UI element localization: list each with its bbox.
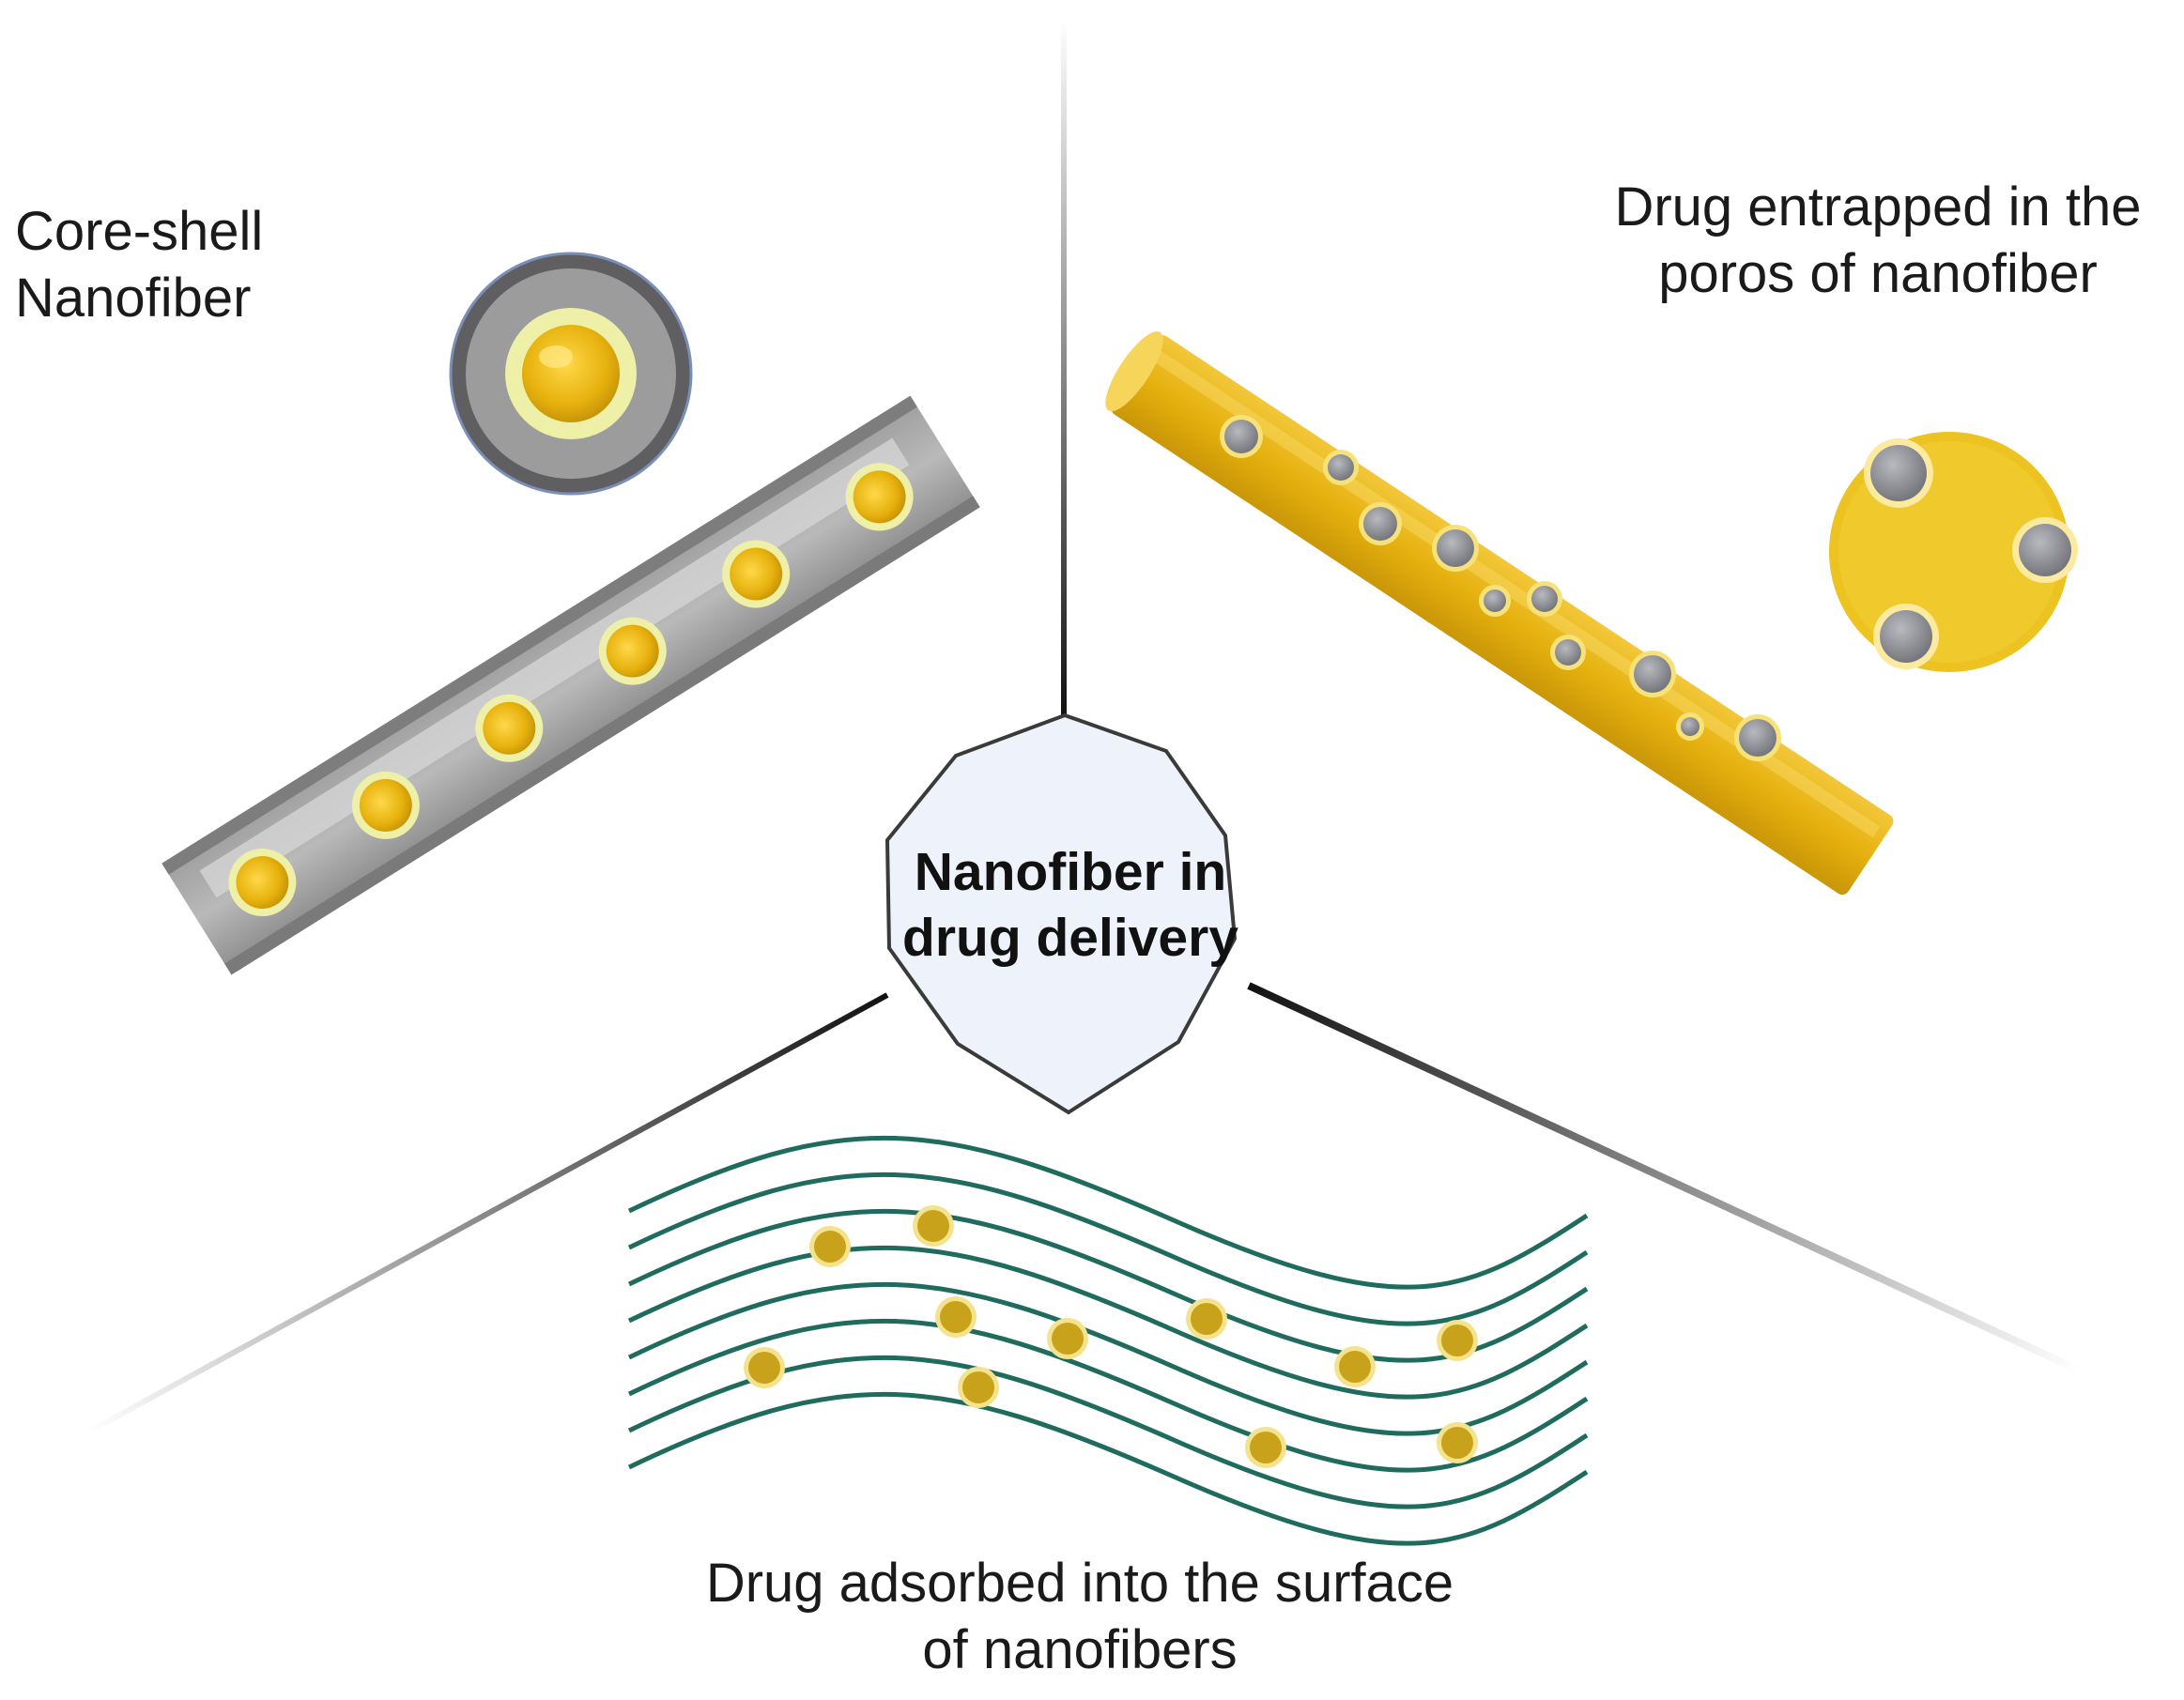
nanofiber-strand [627, 1245, 1589, 1400]
entrapped-label-line2: poros of nanofiber [1658, 242, 2098, 304]
porous-cross-section [1829, 432, 2078, 672]
dividers [87, 19, 2082, 1434]
center-title: Nanofiber in drug delivery [826, 840, 1315, 971]
entrapped-label-line1: Drug entrapped in the [1614, 176, 2142, 237]
surface-fibers [627, 1135, 1589, 1546]
core-drug-dots [228, 463, 914, 917]
center-title-line1: Nanofiber in [914, 842, 1227, 902]
adsorbed-drug-dots [744, 1205, 1478, 1468]
core-shell-label: Core-shell Nanofiber [15, 199, 263, 332]
center-octagon [884, 712, 1238, 1115]
core-shell-label-line2: Nanofiber [15, 267, 252, 329]
nanofiber-strand [627, 1172, 1589, 1326]
nanofiber-strand [627, 1391, 1589, 1546]
divider-right [1247, 982, 2082, 1374]
adsorbed-label-line1: Drug adsorbed into the surface [705, 1553, 1454, 1614]
core-shell-cross-section [449, 252, 693, 496]
core-shell-label-line1: Core-shell [15, 201, 264, 262]
nanofiber-strand [627, 1318, 1589, 1473]
nanofiber-strand [627, 1281, 1589, 1436]
core-shell-fiber [161, 395, 980, 975]
center-title-line2: drug delivery [902, 907, 1238, 968]
pore-dots [1220, 415, 1781, 761]
adsorbed-label: Drug adsorbed into the surface of nanofi… [563, 1551, 1596, 1684]
entrapped-label: Drug entrapped in the poros of nanofiber [1577, 175, 2178, 308]
divider-top [1061, 19, 1067, 718]
adsorbed-label-line2: of nanofibers [922, 1618, 1238, 1680]
divider-left [87, 992, 889, 1434]
nanofiber-strand [627, 1135, 1589, 1290]
nanofiber-strand [627, 1355, 1589, 1509]
